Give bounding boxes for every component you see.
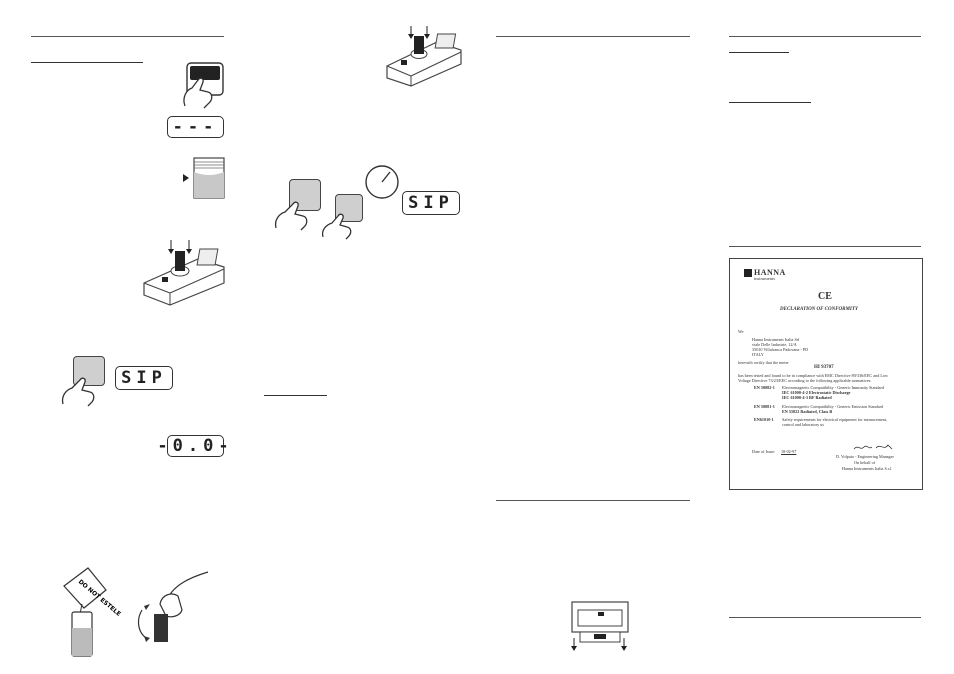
signer-name: D. Volpato - Engineering Manager: [836, 454, 894, 459]
we-label: We: [738, 329, 744, 334]
col1-heading-underline: [31, 62, 143, 63]
col4-heading2-underline: [729, 102, 811, 103]
logo-sub: instruments: [754, 276, 775, 281]
certify-line: herewith certify that the meter: [738, 360, 789, 365]
finger-icon: [61, 377, 95, 407]
on-behalf: On behalf of: [854, 460, 876, 465]
col3-top-rule: [496, 36, 690, 37]
norm-line: Safety requirements for electrical equip…: [782, 417, 887, 422]
norm-code: EN 50081-1: [754, 404, 775, 409]
compliance-text: Voltage Directive 73/23/EEC according to…: [738, 378, 872, 383]
norm-line: Electromagnetic Compatibility - Generic …: [782, 404, 884, 409]
norm-line: EN 55022 Radiated, Class B: [782, 409, 833, 414]
cuvette-icon: [183, 157, 225, 199]
compliance-text: has been tested and found to be in compl…: [738, 373, 889, 378]
date-label: Date of Issue:: [752, 449, 776, 454]
col4-bottom-rule: [729, 617, 921, 618]
declaration-title: DECLARATION OF CONFORMITY: [780, 307, 858, 312]
col1-top-rule: [31, 36, 224, 37]
meter-insert-illustration-2: [386, 26, 462, 87]
norm-line: Electromagnetic Compatibility - Generic …: [782, 385, 884, 390]
col4-heading1-underline: [729, 52, 789, 53]
finger-icon-3: [321, 213, 352, 240]
address-line: ITALY: [752, 352, 764, 357]
reagent-sachet-illustration: DO NOT ESTELE: [63, 567, 122, 657]
hanna-logo: [744, 269, 752, 277]
norm-line: IEC 61000-4-3 RF Radiated: [782, 395, 832, 400]
finger-icon-2: [274, 201, 308, 231]
lcd-display-dashes: ---: [167, 116, 224, 138]
col4-top-rule: [729, 36, 921, 37]
signature: [853, 444, 893, 450]
read-key-button-2[interactable]: [335, 194, 363, 222]
timer-clock-icon: [365, 165, 399, 199]
norm-code: EN61010-1: [754, 417, 774, 422]
lcd-display-zero: -0.0-: [157, 435, 234, 457]
ce-mark: CE: [818, 291, 832, 302]
norm-line: IEC 61000-4-2 Electrostatic Discharge: [782, 390, 851, 395]
norm-code: EN 50082-1: [754, 385, 775, 390]
norm-line: control and laboratory us: [782, 422, 824, 427]
address-line: Hanna Instruments Italia Srl: [752, 337, 800, 342]
lcd-display-sip: SIP: [115, 366, 173, 390]
col3-middle-rule: [496, 500, 690, 501]
meter-insert-illustration: [143, 240, 225, 306]
lcd-display-sip-2: SIP: [402, 191, 460, 215]
shake-cuvette-illustration: [137, 571, 209, 642]
address-line: viale Delle Industrie, 12/A: [752, 342, 797, 347]
declaration-of-conformity: HANNA instruments CE DECLARATION OF CONF…: [729, 258, 923, 490]
address-line: 35010 Villafranca Padovana - PD: [752, 347, 809, 352]
battery-compartment-illustration: [571, 601, 629, 651]
logo-text: HANNA: [754, 268, 786, 277]
press-button-illustration: [183, 62, 224, 109]
col4-section-rule: [729, 246, 921, 247]
company-name: Hanna Instruments Italia S.r.l.: [842, 466, 893, 471]
date-value: 18-02-97: [781, 449, 797, 454]
col2-heading-underline: [264, 395, 327, 396]
model-name: HI 93707: [814, 365, 834, 370]
